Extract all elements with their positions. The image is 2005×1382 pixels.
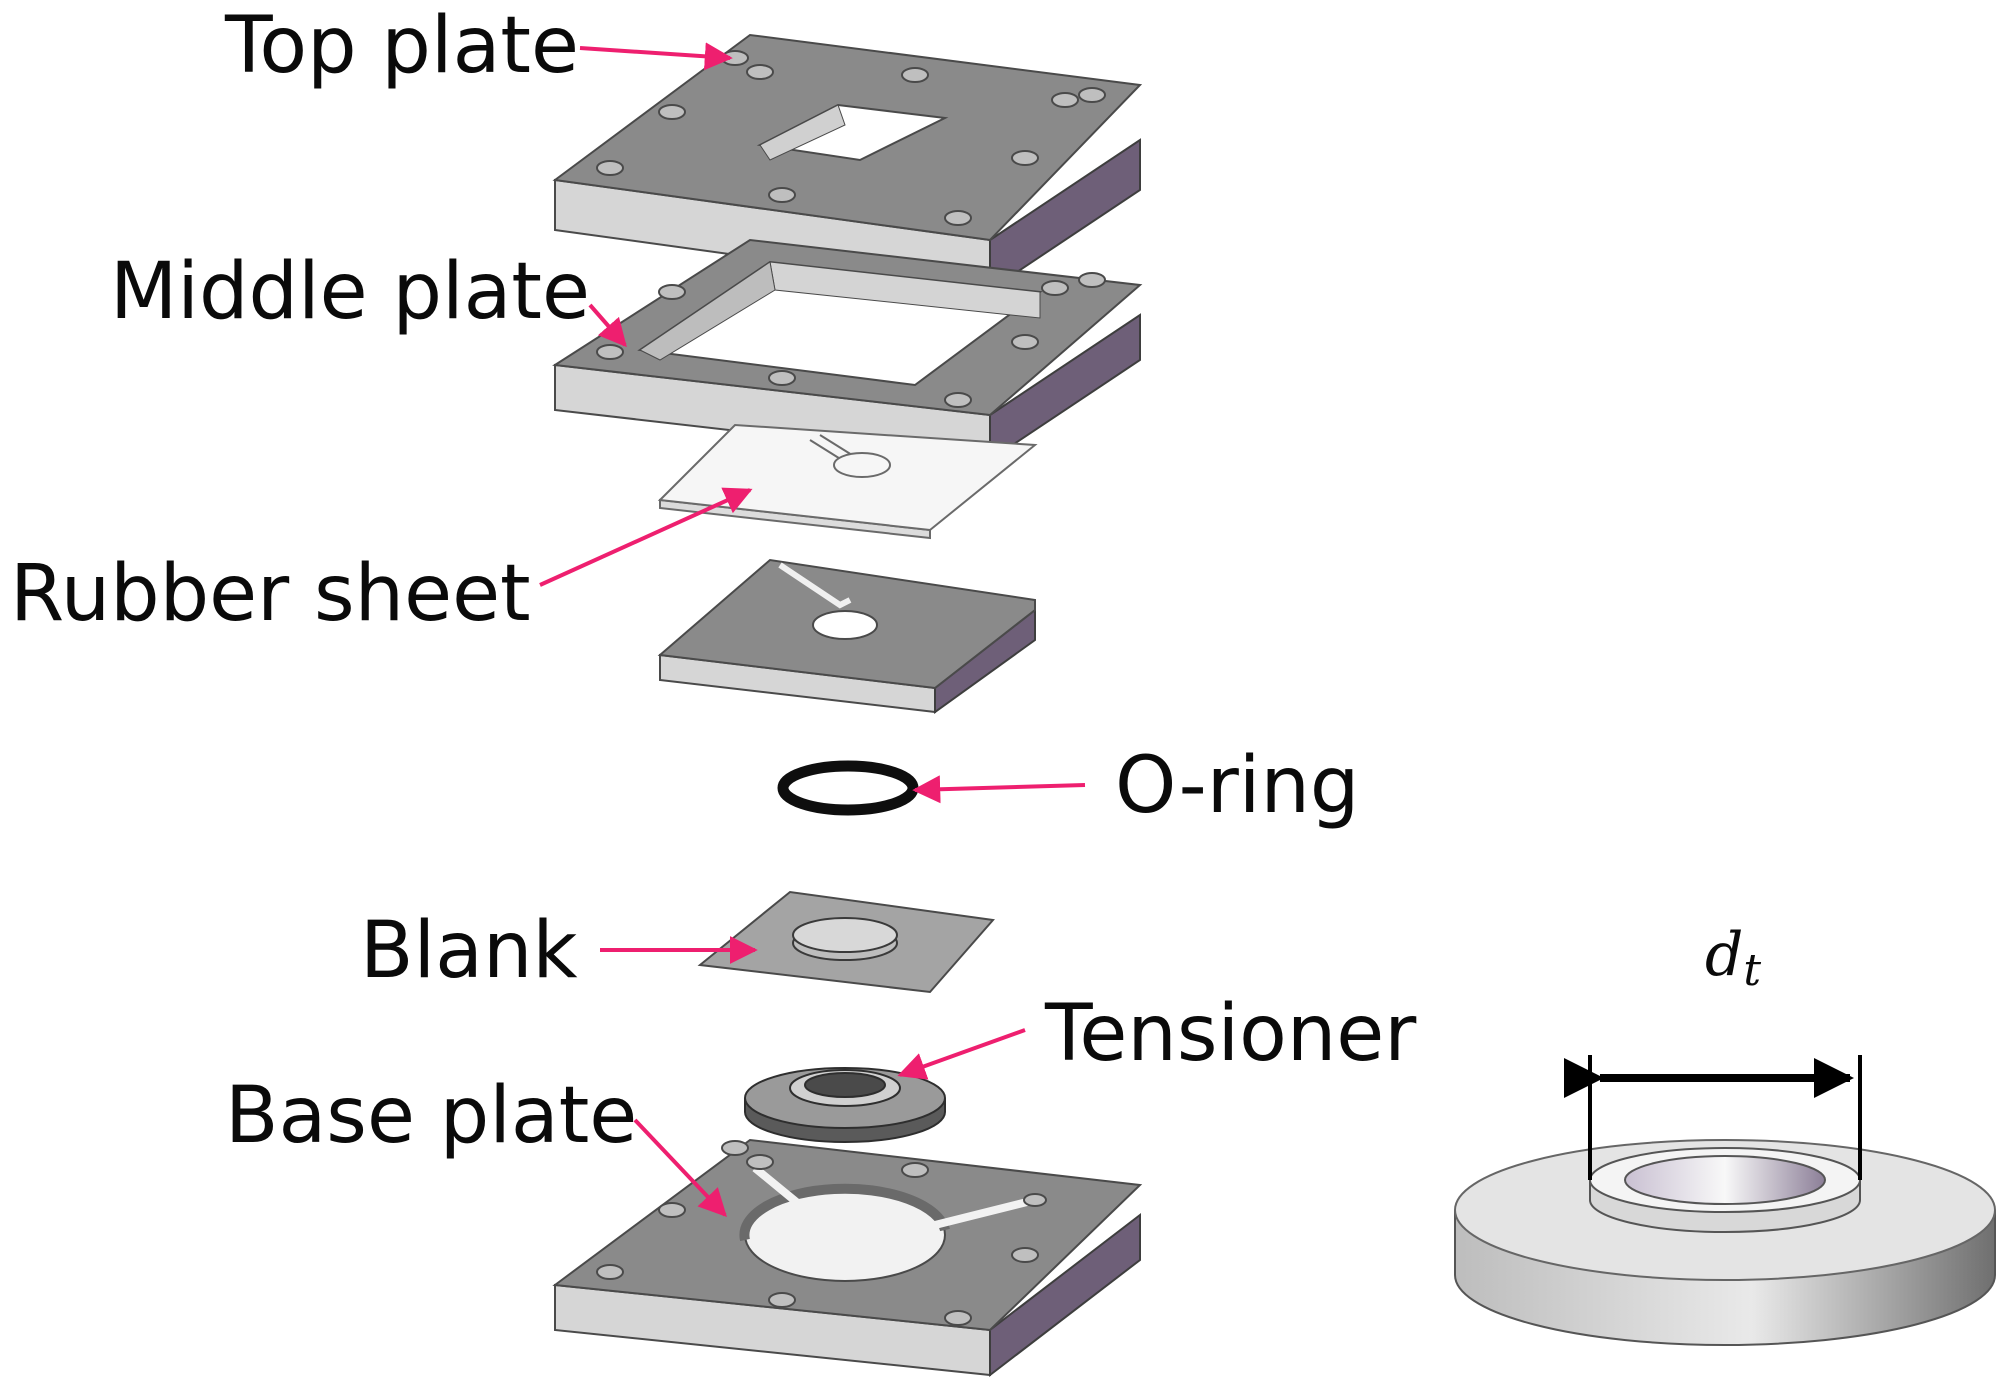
tensioner-part (744, 1067, 946, 1143)
middle-plate (552, 238, 1143, 462)
tensioner-detail (1454, 1139, 1996, 1346)
pointer-arrows (539, 42, 1086, 1218)
arrow-top-plate (579, 42, 733, 71)
rubber-sheet (657, 423, 1038, 540)
base-plate-holes (596, 1140, 1047, 1326)
upper-die-block (657, 558, 1036, 714)
label-rubber-sheet: Rubber sheet (10, 549, 531, 639)
arrow-base-plate (633, 1118, 727, 1218)
blank (697, 890, 995, 994)
base-plate (552, 1138, 1143, 1378)
label-tensioner: Tensioner (1044, 989, 1417, 1079)
label-o-ring: O-ring (1115, 741, 1359, 831)
middle-plate-holes (596, 272, 1106, 408)
arrow-o-ring (912, 775, 1086, 804)
arrow-middle-plate (588, 303, 627, 348)
arrow-tensioner (897, 1028, 1026, 1080)
o-ring (777, 760, 919, 816)
dimension-line (1564, 1055, 1862, 1180)
label-top-plate: Top plate (224, 1, 579, 91)
dimension-label: dt (1705, 920, 1761, 996)
label-middle-plate: Middle plate (110, 247, 590, 337)
label-blank: Blank (360, 906, 578, 996)
arrow-rubber-sheet (539, 487, 753, 587)
label-base-plate: Base plate (225, 1071, 637, 1161)
